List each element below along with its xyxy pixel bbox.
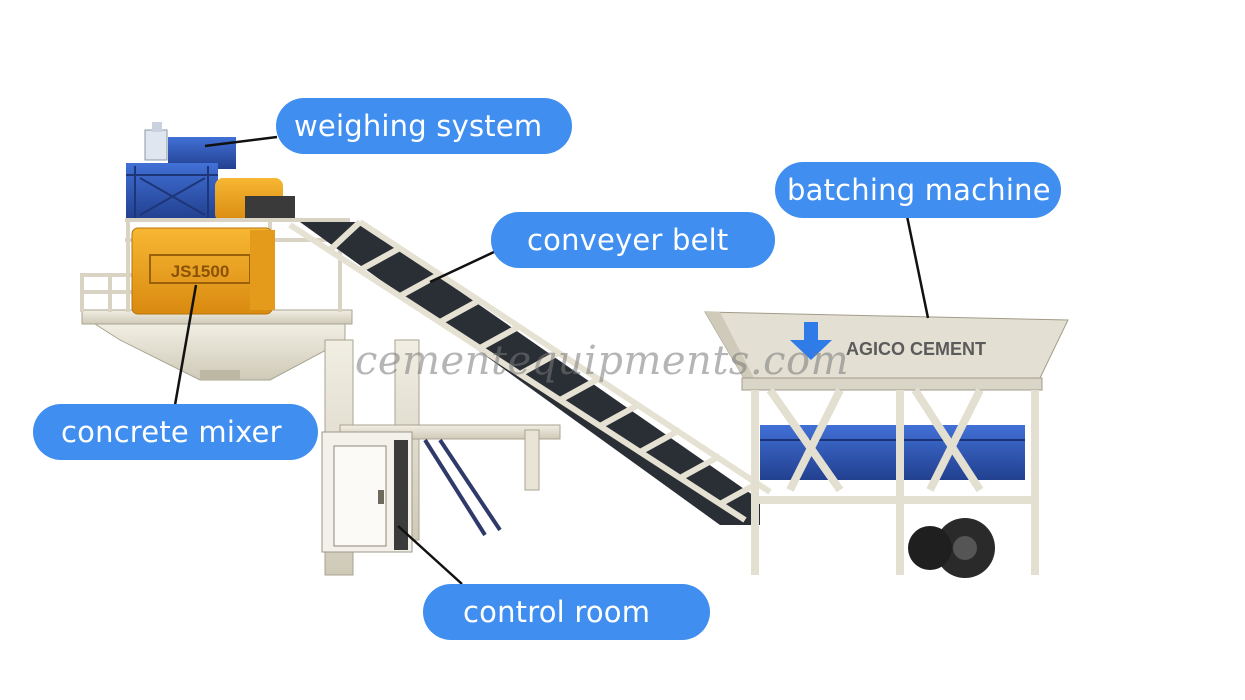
watermark-text: cementequipments.com	[355, 338, 850, 384]
brand-text: AGICO CEMENT	[846, 339, 986, 359]
label-conveyer-belt: conveyer belt	[491, 212, 775, 268]
label-weighing-system: weighing system	[276, 98, 572, 154]
batching-machine-unit: AGICO CEMENT	[704, 311, 1069, 578]
label-concrete-mixer: concrete mixer	[33, 404, 318, 460]
control-room-cabin	[321, 431, 413, 553]
label-control-room: control room	[423, 584, 710, 640]
mixer-drive-motor	[215, 178, 295, 222]
label-leader-lines	[173, 135, 930, 585]
mixer-platform: JS1500	[80, 218, 353, 381]
agico-logo-icon	[790, 322, 832, 360]
mixer-model-text: JS1500	[171, 262, 230, 281]
conveyor-belt-truss	[288, 219, 772, 537]
label-batching-machine: batching machine	[775, 162, 1061, 218]
